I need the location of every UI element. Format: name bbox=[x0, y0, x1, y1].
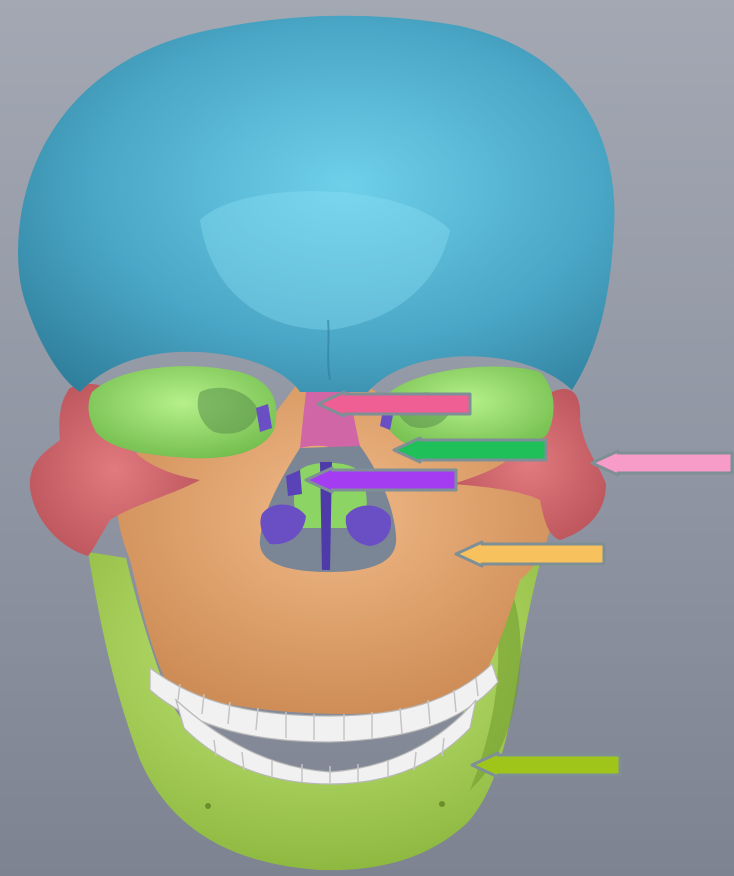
arrow-maxilla bbox=[456, 542, 604, 566]
mental-foramen-right bbox=[439, 801, 445, 807]
arrow-vomer bbox=[306, 468, 456, 492]
arrow-orbit bbox=[394, 438, 546, 462]
arrow-mandible bbox=[472, 753, 620, 777]
arrow-nasal-bone bbox=[318, 392, 470, 416]
arrow-zygomatic bbox=[592, 451, 732, 475]
mental-foramen-left bbox=[205, 803, 211, 809]
